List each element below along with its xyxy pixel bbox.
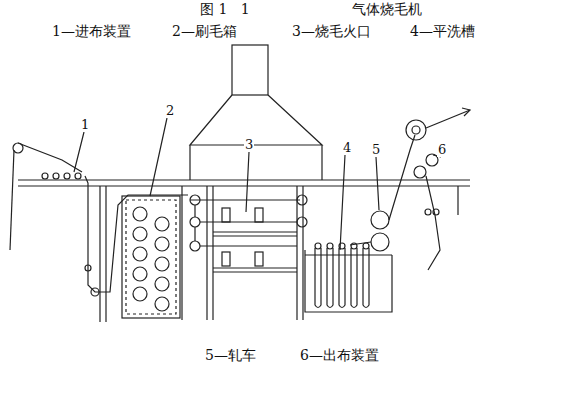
legend-text: 6—出布装置 <box>300 348 379 363</box>
callout-number: 1 <box>80 118 90 132</box>
callout-number: 2 <box>165 104 175 118</box>
legend-text: 2—刷毛箱 <box>172 24 237 39</box>
legend-text: 5—轧车 <box>205 348 256 363</box>
callout-number: 4 <box>342 141 352 155</box>
callout-number: 3 <box>244 138 254 152</box>
legend-text: 4—平洗槽 <box>410 24 475 39</box>
figure-number: 图 1 1 <box>200 2 250 17</box>
callout-number: 6 <box>437 143 447 157</box>
figure-title: 气体烧毛机 <box>352 2 422 17</box>
legend-text: 3—烧毛火口 <box>292 24 371 39</box>
legend-text: 1—进布装置 <box>52 24 131 39</box>
callout-number: 5 <box>371 143 381 157</box>
